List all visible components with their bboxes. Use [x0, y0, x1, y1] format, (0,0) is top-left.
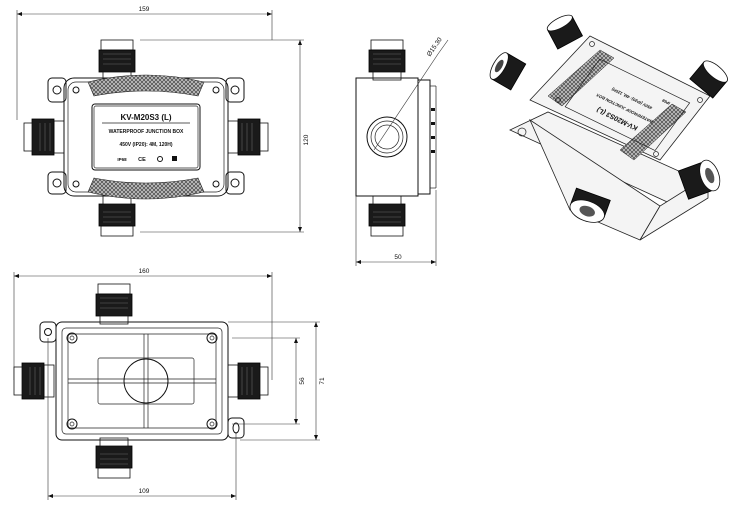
bottom-gland-icon [98, 195, 136, 237]
dim-bottom-width: 160 [139, 268, 150, 275]
dim-bottom-inner-height: 56 [299, 377, 306, 385]
dim-top-height: 120 [303, 134, 310, 145]
isometric-view: KV-M20S3 (L) WATERPROOF JUNCTION BOX 450… [489, 14, 728, 241]
right-gland-icon [227, 118, 269, 156]
iso-top-gland-icon [546, 14, 584, 50]
bottom-view: 160 56 [13, 268, 326, 500]
label-ce-mark: CE [138, 157, 146, 163]
label-description: WATERPROOF JUNCTION BOX [109, 129, 184, 135]
bottom-view-right-gland-icon [227, 362, 269, 400]
top-view: 159 120 KV-M20S3 (L) WA [16, 6, 310, 237]
dim-bottom-outer-height: 71 [319, 377, 326, 385]
iso-right-front-gland-icon [677, 159, 721, 200]
iso-right-gland-icon [689, 60, 728, 99]
top-gland-icon [98, 39, 136, 81]
iso-label-ip-mark: IP68 [660, 98, 671, 106]
dim-bottom-mount-width: 109 [139, 488, 150, 495]
side-top-gland-icon [368, 39, 406, 81]
iso-left-gland-icon [489, 52, 527, 91]
left-gland-icon [23, 118, 65, 156]
side-bottom-gland-icon [368, 195, 406, 237]
label-model: KV-M20S3 (L) [120, 113, 171, 122]
recycle-icon [157, 156, 163, 162]
bottom-view-bottom-gland-icon [95, 437, 133, 479]
dim-side-diameter: Ø15.30 [426, 36, 444, 58]
iso-front-gland-icon [569, 187, 611, 223]
bottom-view-top-gland-icon [95, 283, 133, 325]
bin-icon [172, 156, 177, 161]
side-view: Ø15.30 50 [355, 36, 449, 266]
label-rating: 450V (IP20): 4M, 120H) [119, 142, 172, 148]
dim-side-width: 50 [394, 254, 402, 261]
dim-top-width: 159 [139, 6, 150, 13]
label-ip-mark: IP68 [117, 157, 127, 162]
